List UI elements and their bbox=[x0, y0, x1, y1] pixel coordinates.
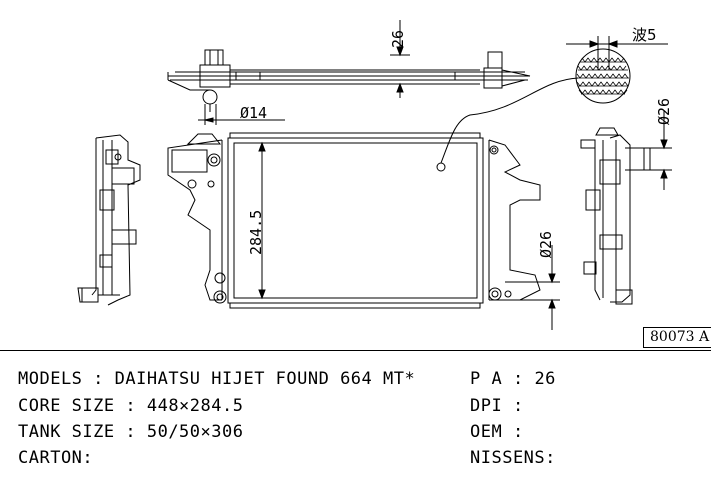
models-row: MODELS : DAIHATSU HIJET FOUND 664 MT* bbox=[18, 369, 416, 389]
fin-detail bbox=[566, 36, 668, 104]
core-size-row: CORE SIZE : 448×284.5 bbox=[18, 396, 244, 416]
nissens-row: NISSENS: bbox=[470, 450, 556, 467]
pa-label: P A bbox=[470, 369, 503, 389]
radiator-technical-drawing: 26 Ø14 bbox=[77, 20, 673, 330]
carton-row: CARTON: bbox=[18, 450, 93, 467]
fin-detail-label: 波5 bbox=[632, 26, 657, 44]
dim-top-height: 26 bbox=[389, 30, 407, 48]
core-size-label: CORE SIZE bbox=[18, 396, 115, 416]
oem-label: OEM bbox=[470, 422, 503, 442]
nissens-label: NISSENS: bbox=[470, 448, 556, 468]
right-side-view bbox=[580, 110, 672, 305]
dpi-label: DPI bbox=[470, 396, 503, 416]
dim-side-diameter: Ø26 bbox=[655, 98, 673, 125]
dim-outlet-diameter: Ø26 bbox=[537, 231, 555, 258]
tank-size-row: TANK SIZE : 50/50×306 bbox=[18, 422, 244, 442]
tank-size-value: 50/50×306 bbox=[146, 422, 244, 442]
dim-pipe-diameter: Ø14 bbox=[240, 104, 267, 122]
part-code-box: 80073 A bbox=[643, 327, 711, 348]
models-label: MODELS bbox=[18, 369, 83, 389]
left-side-view bbox=[77, 134, 141, 306]
section-divider bbox=[0, 350, 711, 351]
dim-core-height: 284.5 bbox=[247, 210, 265, 255]
pa-value: 26 bbox=[534, 369, 556, 389]
pa-row: P A : 26 bbox=[470, 369, 556, 389]
core-size-value: 448×284.5 bbox=[146, 396, 244, 416]
oem-row: OEM : bbox=[470, 422, 535, 442]
front-view bbox=[167, 77, 579, 330]
carton-label: CARTON: bbox=[18, 448, 94, 468]
tank-size-label: TANK SIZE bbox=[18, 422, 115, 442]
models-value: DAIHATSU HIJET FOUND 664 MT* bbox=[114, 369, 416, 389]
dpi-row: DPI : bbox=[470, 396, 535, 416]
top-view bbox=[167, 20, 531, 125]
